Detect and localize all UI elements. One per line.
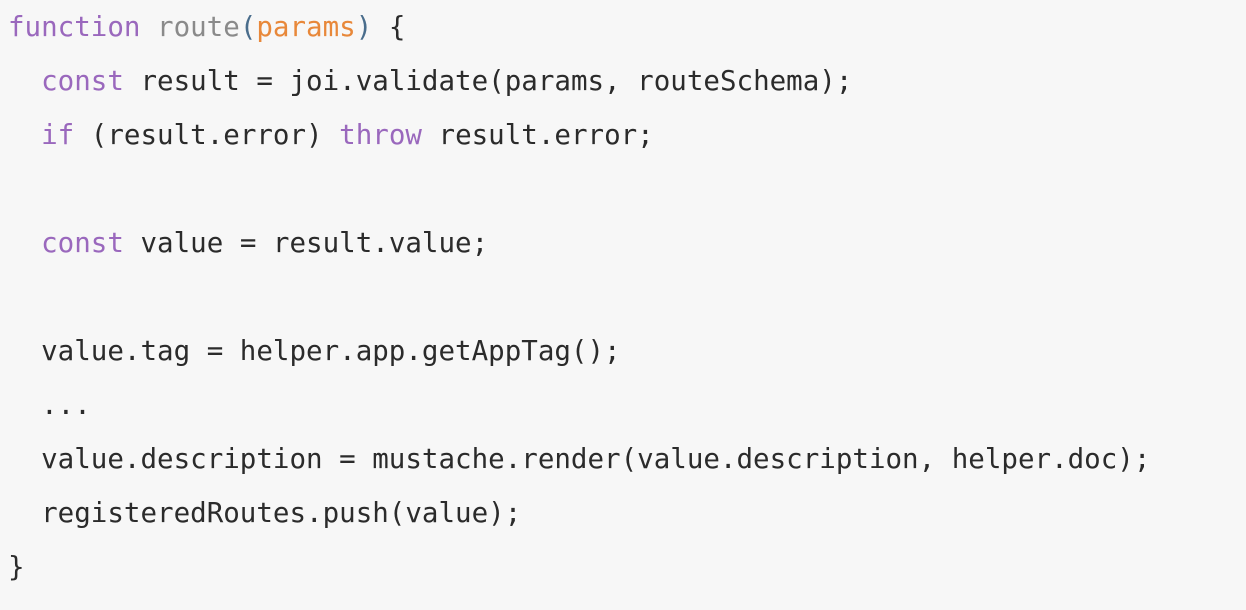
code-line bbox=[0, 162, 1246, 216]
code-indent bbox=[8, 335, 41, 367]
code-line: value.tag = helper.app.getAppTag(); bbox=[0, 324, 1246, 378]
code-token-plain: } bbox=[8, 551, 25, 583]
code-lines-container[interactable]: function route(params) { const result = … bbox=[0, 0, 1246, 594]
code-token-parameter: params bbox=[256, 11, 356, 43]
code-token-keyword: function bbox=[8, 11, 141, 43]
code-token-function-name: route bbox=[157, 11, 240, 43]
code-token-plain bbox=[140, 11, 157, 43]
code-line: } bbox=[0, 540, 1246, 594]
code-line: const result = joi.validate(params, rout… bbox=[0, 54, 1246, 108]
code-token-plain: (result.error) bbox=[74, 119, 340, 151]
code-token-plain: value = result.value; bbox=[123, 227, 489, 259]
code-indent bbox=[8, 65, 41, 97]
code-token-plain: ... bbox=[41, 389, 91, 421]
code-line: if (result.error) throw result.error; bbox=[0, 108, 1246, 162]
code-line bbox=[0, 270, 1246, 324]
code-indent bbox=[8, 119, 41, 151]
code-token-declaration-paren: ( bbox=[239, 11, 257, 43]
code-token-plain: value.description = mustache.render(valu… bbox=[41, 443, 1151, 475]
code-indent bbox=[8, 497, 41, 529]
code-token-keyword: const bbox=[41, 65, 124, 97]
code-line: ... bbox=[0, 378, 1246, 432]
code-line: function route(params) { bbox=[0, 0, 1246, 54]
code-token-keyword: if bbox=[41, 119, 75, 151]
code-token-plain: result.error; bbox=[421, 119, 654, 151]
code-indent bbox=[8, 389, 41, 421]
code-token-declaration-paren: ) bbox=[355, 11, 373, 43]
code-token-plain: { bbox=[372, 11, 406, 43]
code-token-plain: registeredRoutes.push(value); bbox=[41, 497, 522, 529]
code-token-keyword: const bbox=[41, 227, 124, 259]
code-line: registeredRoutes.push(value); bbox=[0, 486, 1246, 540]
code-token-keyword: throw bbox=[339, 119, 422, 151]
code-line: value.description = mustache.render(valu… bbox=[0, 432, 1246, 486]
code-line: const value = result.value; bbox=[0, 216, 1246, 270]
code-token-plain: value.tag = helper.app.getAppTag(); bbox=[41, 335, 621, 367]
code-indent bbox=[8, 443, 41, 475]
code-indent bbox=[8, 227, 41, 259]
code-token-plain: result = joi.validate(params, routeSchem… bbox=[123, 65, 853, 97]
